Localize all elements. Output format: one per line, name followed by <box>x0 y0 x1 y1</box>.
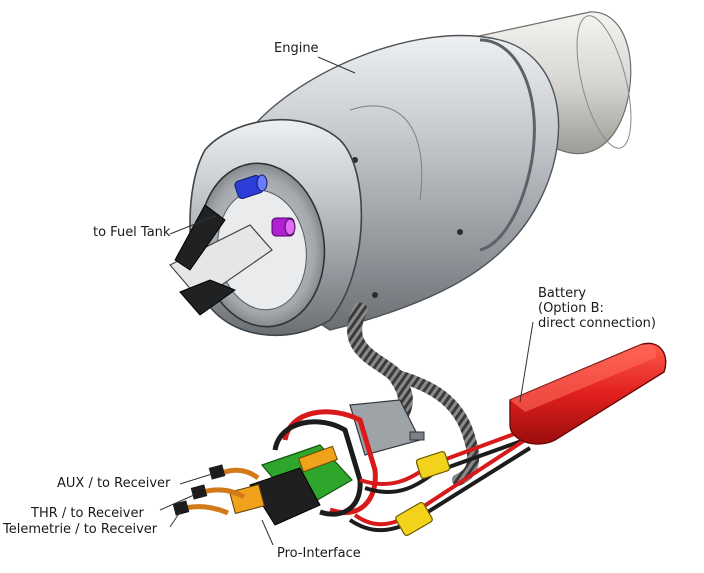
label-aux: AUX / to Receiver <box>57 476 171 491</box>
leader-pro-interface <box>261 519 274 546</box>
leader-engine <box>317 56 356 74</box>
lead-thr-plug <box>190 484 208 500</box>
xt-connector-upper <box>415 451 451 479</box>
engine-exhaust-rim <box>576 15 632 149</box>
fuel-fitting-blue <box>234 174 268 200</box>
leader-aux <box>179 473 213 485</box>
lead-aux <box>221 467 260 481</box>
xt-connector-lower <box>395 501 433 537</box>
leader-telemetrie <box>169 511 181 528</box>
interface-frame-black <box>272 419 363 517</box>
label-fuel-tank: to Fuel Tank <box>93 225 171 240</box>
lead-thr <box>202 487 246 500</box>
fuel-fitting-purple <box>271 217 296 237</box>
lead-telemetrie-plug <box>172 500 190 516</box>
interface-label-orange <box>229 483 265 515</box>
receiver-leads <box>172 464 260 516</box>
label-pro-interface: Pro-Interface <box>277 546 361 561</box>
lead-aux-plug <box>208 464 226 480</box>
interface-header-orange <box>298 445 338 473</box>
lead-telemetrie <box>184 504 229 516</box>
label-battery-connection: direct connection) <box>538 316 656 331</box>
braided-harness <box>347 302 480 486</box>
label-battery-option: (Option B: <box>538 301 604 316</box>
label-battery: Battery <box>538 286 586 301</box>
label-engine: Engine <box>274 41 319 56</box>
battery-pack <box>509 342 667 445</box>
pro-interface-unit <box>229 409 378 526</box>
engine-seam <box>349 105 423 201</box>
engine-rear-ring <box>479 38 536 252</box>
engine-nose-fin <box>174 204 226 271</box>
leader-thr <box>159 494 195 511</box>
label-thr: THR / to Receiver <box>30 506 144 521</box>
engine-nose-fin <box>179 279 237 316</box>
power-cabling <box>348 428 532 537</box>
interface-frame-red <box>282 409 378 516</box>
harness-sleeve <box>389 369 480 486</box>
leader-fuel-tank <box>169 215 216 235</box>
engine-bolt <box>457 229 463 235</box>
engine-bolt <box>372 292 378 298</box>
leader-lines <box>159 56 534 546</box>
callout-labels: Engine to Fuel Tank Battery (Option B: d… <box>2 41 656 561</box>
label-telemetrie: Telemetrie / to Receiver <box>2 522 158 537</box>
engine <box>169 11 632 337</box>
battery-top-face <box>510 344 657 412</box>
interface-housing <box>249 467 321 526</box>
leader-battery <box>519 321 534 403</box>
